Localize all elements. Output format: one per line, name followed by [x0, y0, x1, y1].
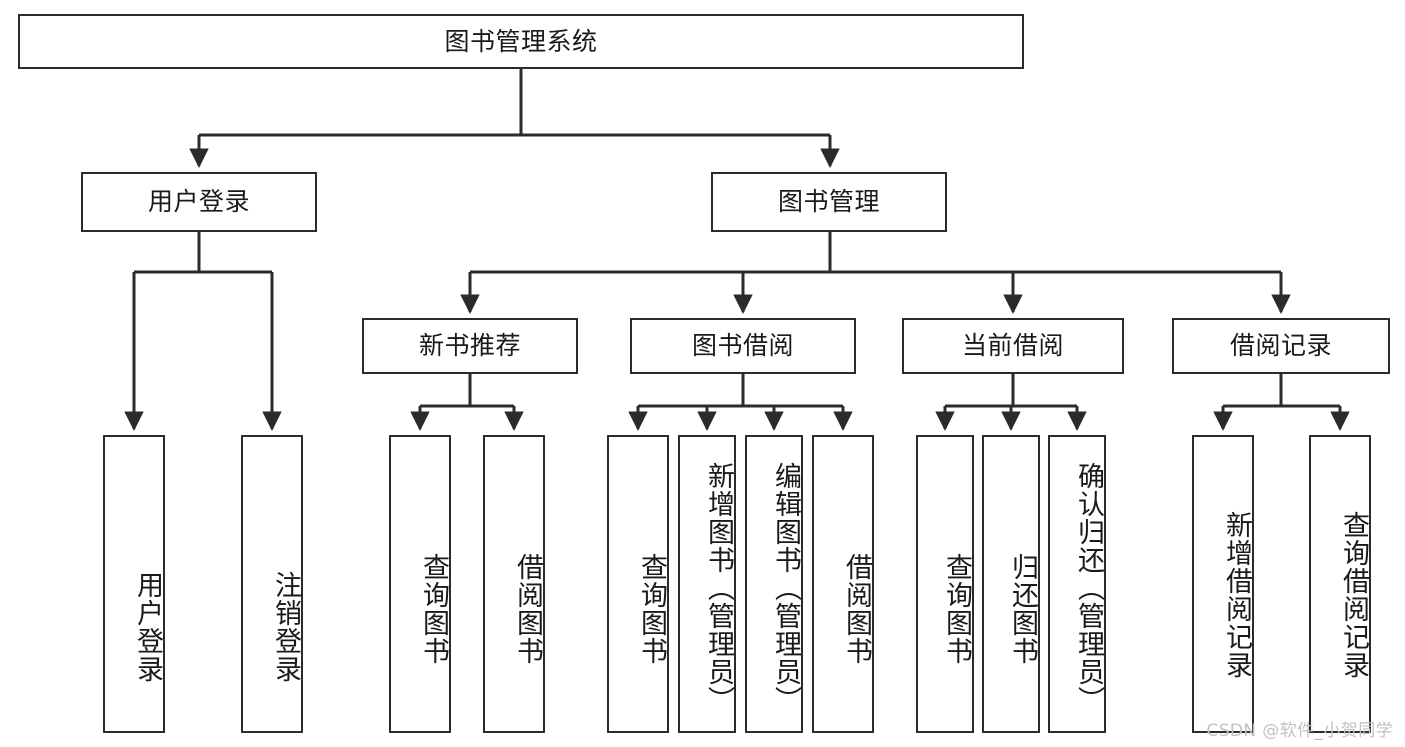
leaf-add-borrow-record[interactable]: 新增借阅记录 — [1192, 435, 1254, 733]
leaf-user-login[interactable]: 用户登录 — [103, 435, 165, 733]
node-root-book-management-system[interactable]: 图书管理系统 — [18, 14, 1024, 69]
leaf-user-logout[interactable]: 注销登录 — [241, 435, 303, 733]
leaf-query-book-borrow[interactable]: 查询图书 — [607, 435, 669, 733]
node-user-login[interactable]: 用户登录 — [81, 172, 317, 232]
node-new-book-recommend[interactable]: 新书推荐 — [362, 318, 578, 374]
node-book-management[interactable]: 图书管理 — [711, 172, 947, 232]
node-book-borrow[interactable]: 图书借阅 — [630, 318, 856, 374]
leaf-borrow-book-borrow[interactable]: 借阅图书 — [812, 435, 874, 733]
leaf-query-book-current[interactable]: 查询图书 — [916, 435, 974, 733]
csdn-watermark: CSDN @软件_小贺同学 — [1206, 721, 1393, 741]
node-borrow-record[interactable]: 借阅记录 — [1172, 318, 1390, 374]
leaf-borrow-book-new-recommend[interactable]: 借阅图书 — [483, 435, 545, 733]
leaf-return-book[interactable]: 归还图书 — [982, 435, 1040, 733]
leaf-confirm-return-admin[interactable]: 确认归还（管理员） — [1048, 435, 1106, 733]
leaf-edit-book-admin[interactable]: 编辑图书（管理员） — [745, 435, 803, 733]
leaf-query-borrow-record[interactable]: 查询借阅记录 — [1309, 435, 1371, 733]
leaf-add-book-admin[interactable]: 新增图书（管理员） — [678, 435, 736, 733]
leaf-query-book-new-recommend[interactable]: 查询图书 — [389, 435, 451, 733]
node-current-borrow[interactable]: 当前借阅 — [902, 318, 1124, 374]
